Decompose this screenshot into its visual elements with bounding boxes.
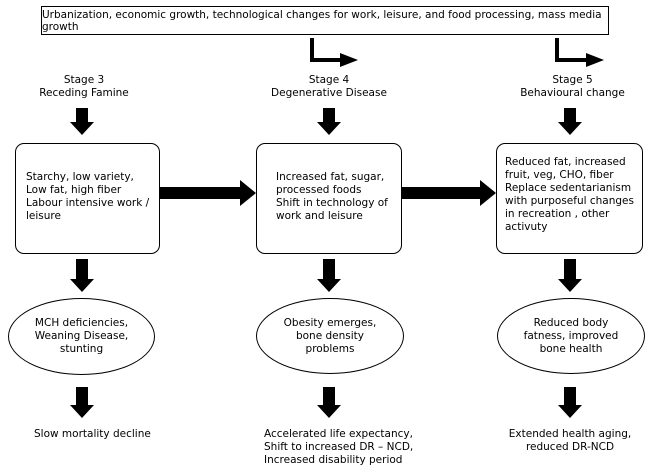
down-arrow-1-2 (70, 259, 94, 292)
stage-4-outcome: Accelerated life expectancy, Shift to in… (264, 428, 414, 466)
down-arrow-1-3 (70, 387, 94, 418)
header-arrow-1 (310, 38, 342, 62)
header-arrow-1-head (340, 53, 358, 67)
stage-5-outcome: Extended health aging, reduced DR-NCD (508, 428, 632, 453)
stage-3-diet-box: Starchy, low variety, Low fat, high fibe… (15, 143, 160, 254)
down-arrow-3-2 (558, 259, 582, 292)
header-arrow-2-head (586, 53, 604, 67)
header-box: Urbanization, economic growth, technolog… (41, 6, 609, 35)
stage-5-health-ellipse: Reduced body fatness, improved bone heal… (497, 298, 645, 374)
down-arrow-2-2 (317, 259, 341, 292)
stage-4-diet-box: Increased fat, sugar, processed foods Sh… (256, 143, 402, 254)
down-arrow-1-1 (70, 108, 94, 135)
stage-3-label: Stage 3 Receding Famine (39, 74, 129, 99)
stage-4-health-ellipse: Obesity emerges, bone density problems (256, 298, 404, 374)
header-text: Urbanization, economic growth, technolog… (42, 8, 602, 33)
stage-3-outcome: Slow mortality decline (34, 428, 151, 440)
header-arrow-2 (555, 38, 588, 62)
down-arrow-3-1 (558, 108, 582, 135)
down-arrow-2-1 (317, 108, 341, 135)
down-arrow-3-3 (558, 387, 582, 418)
right-arrow-2 (402, 180, 496, 206)
stage-4-label: Stage 4 Degenerative Disease (271, 74, 387, 99)
right-arrow-1 (160, 180, 256, 206)
down-arrow-2-3 (317, 387, 341, 418)
stage-3-health-ellipse: MCH deficiencies, Weaning Disease, stunt… (8, 298, 155, 375)
stage-5-label: Stage 5 Behavioural change (520, 74, 625, 99)
stage-5-diet-box: Reduced fat, increased fruit, veg, CHO, … (496, 143, 643, 254)
